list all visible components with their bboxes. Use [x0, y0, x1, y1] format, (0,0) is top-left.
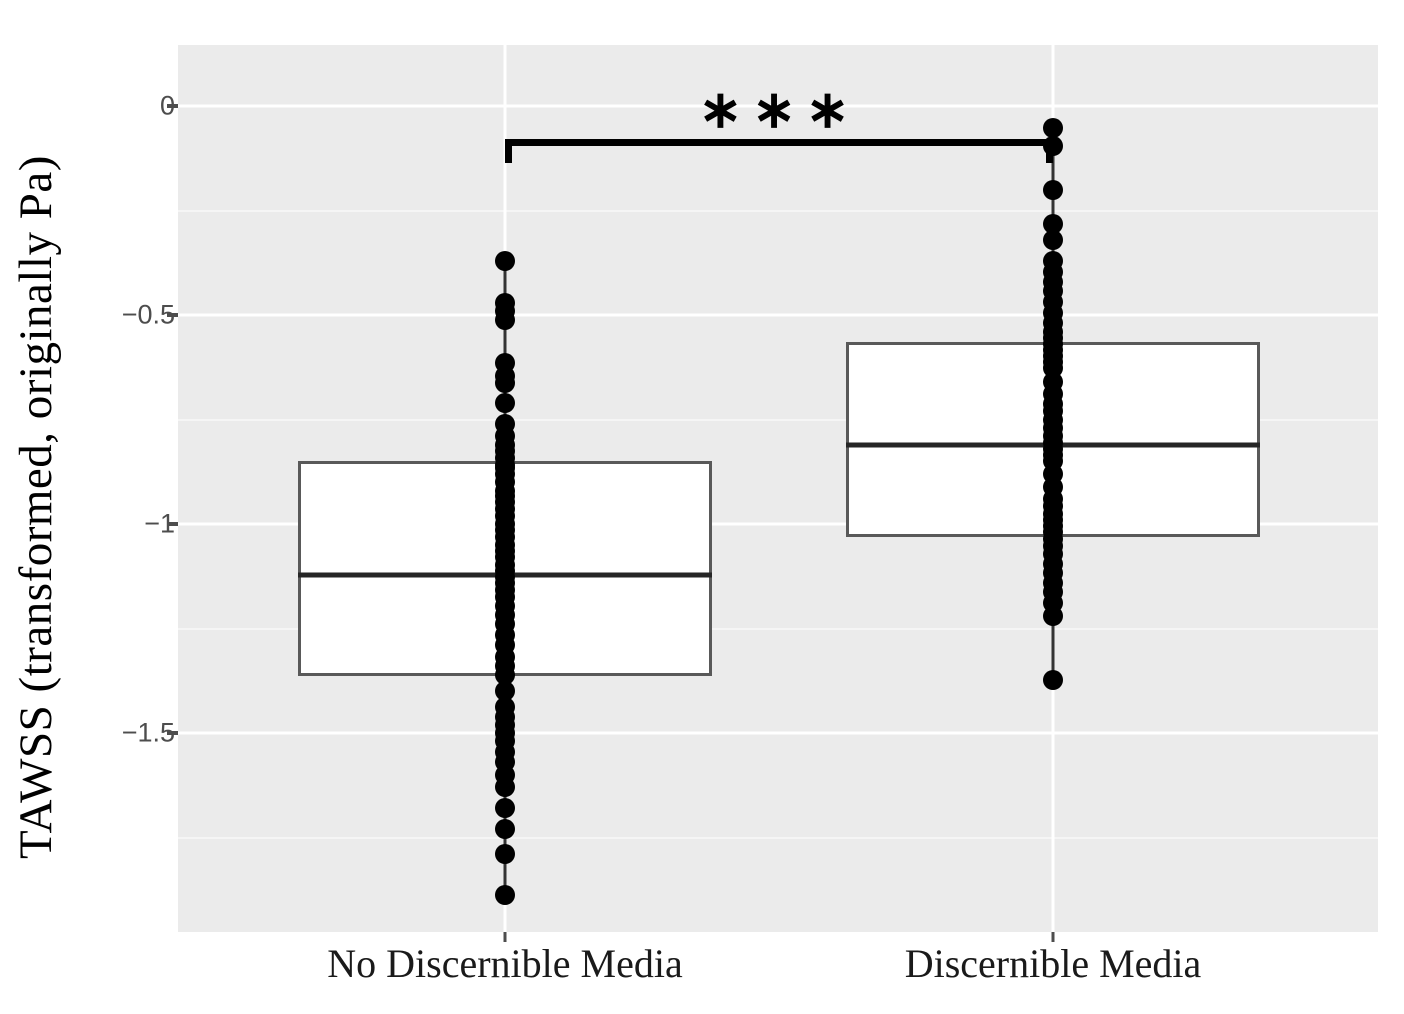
gridline-minor	[178, 418, 1378, 421]
y-tick-label-2: −1	[144, 508, 175, 539]
gridline-major	[178, 522, 1378, 526]
x-tick-mark-0	[503, 932, 507, 942]
gridline-minor	[178, 836, 1378, 839]
data-point	[495, 393, 515, 414]
x-tick-label-1: Discernible Media	[904, 941, 1202, 986]
data-point	[495, 251, 515, 272]
x-tick-label-0: No Discernible Media	[327, 941, 683, 986]
data-point	[495, 885, 515, 906]
data-point	[495, 681, 515, 702]
plot-panel: ∗∗∗	[178, 45, 1378, 932]
data-point	[495, 844, 515, 865]
y-tick-mark-2	[167, 522, 178, 526]
gridline-minor	[178, 627, 1378, 630]
y-tick-label-0: 0	[55, 91, 175, 122]
y-tick-label-3: −1.5	[121, 717, 175, 748]
data-point	[495, 373, 515, 394]
data-point	[495, 819, 515, 840]
y-axis-title: TAWSS (transformed, originally Pa)	[10, 155, 62, 859]
data-point	[1043, 670, 1063, 691]
data-point	[495, 798, 515, 819]
significance-bracket-tick-1	[1046, 139, 1053, 164]
data-point	[1043, 213, 1063, 234]
y-tick-label-1: −0.5	[121, 299, 175, 330]
gridline-minor	[178, 209, 1378, 212]
gridline-major	[178, 731, 1378, 735]
y-tick-mark-0	[167, 104, 178, 108]
gridline-major	[178, 313, 1378, 317]
x-tick-mark-1	[1051, 932, 1055, 942]
data-point	[1043, 229, 1063, 250]
data-point	[495, 310, 515, 331]
data-point	[1043, 605, 1063, 626]
y-tick-mark-3	[167, 731, 178, 735]
data-point	[1043, 118, 1063, 139]
significance-stars: ∗∗∗	[698, 82, 860, 140]
data-point	[1043, 179, 1063, 200]
y-tick-mark-1	[167, 313, 178, 317]
gridline-major	[178, 104, 1378, 108]
significance-bracket-line	[505, 139, 1053, 147]
data-point	[495, 665, 515, 686]
significance-bracket-tick-0	[505, 139, 512, 164]
data-point	[495, 777, 515, 798]
